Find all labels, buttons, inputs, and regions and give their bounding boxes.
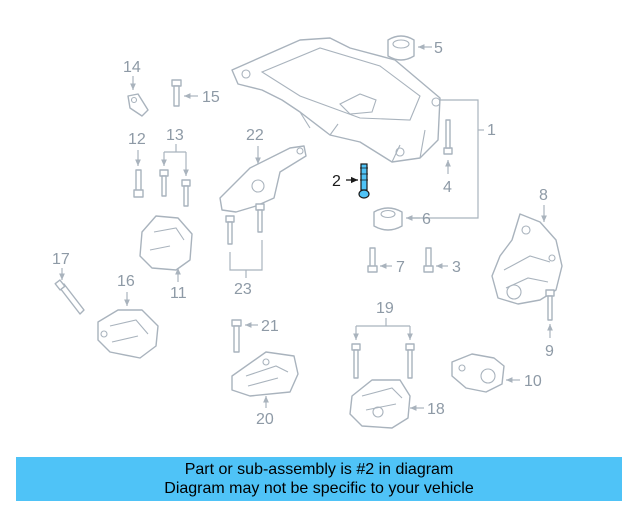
mount-part-20[interactable] — [231, 351, 299, 397]
callout-13: 13 — [166, 127, 184, 144]
bolt-part-23b[interactable] — [255, 203, 265, 233]
bolt-part-13a[interactable] — [159, 169, 169, 197]
bolt-part-7[interactable] — [367, 247, 378, 273]
callout-21: 21 — [261, 318, 279, 335]
bolt-part-17[interactable] — [54, 279, 85, 315]
bushing-part-5[interactable] — [387, 35, 415, 61]
bolt-part-19a[interactable] — [351, 343, 361, 379]
bolt-part-2[interactable] — [358, 163, 370, 199]
bolt-part-15[interactable] — [171, 79, 182, 107]
bracket-part-16[interactable] — [97, 309, 159, 359]
bolt-part-19b[interactable] — [405, 343, 415, 379]
callout-16: 16 — [117, 273, 135, 290]
callout-15: 15 — [202, 89, 220, 106]
callout-23: 23 — [234, 281, 252, 298]
callout-14: 14 — [123, 59, 141, 76]
callout-1-leader — [412, 99, 484, 219]
bolt-part-12[interactable] — [133, 169, 144, 198]
parts-diagram: 1 5 6 4 2 3 7 — [52, 35, 563, 429]
bolt-part-3[interactable] — [423, 247, 434, 273]
bolt-part-13b[interactable] — [181, 179, 191, 207]
callout-10: 10 — [524, 373, 542, 390]
callout-12: 12 — [128, 131, 146, 148]
callout-3: 3 — [452, 259, 461, 276]
bolt-part-23a[interactable] — [225, 215, 235, 245]
bracket-part-14[interactable] — [127, 93, 149, 117]
bolt-part-21[interactable] — [231, 319, 242, 353]
callout-7: 7 — [396, 259, 405, 276]
callout-22: 22 — [246, 127, 264, 144]
info-banner: Part or sub-assembly is #2 in diagram Di… — [16, 457, 622, 501]
callout-18: 18 — [427, 401, 445, 418]
callout-8: 8 — [539, 187, 548, 204]
bolt-part-9[interactable] — [545, 289, 555, 321]
callout-11: 11 — [170, 285, 187, 302]
mount-part-11[interactable] — [139, 215, 193, 271]
bolt-part-4[interactable] — [443, 119, 453, 155]
callout-19-leader — [353, 318, 413, 340]
bracket-part-8[interactable] — [491, 213, 563, 305]
mount-part-10[interactable] — [451, 353, 505, 393]
bushing-part-6[interactable] — [373, 207, 403, 231]
callout-4: 4 — [443, 179, 452, 196]
subframe-part-1[interactable] — [231, 37, 441, 163]
banner-line-1: Part or sub-assembly is #2 in diagram — [184, 461, 454, 478]
callout-2: 2 — [332, 173, 341, 190]
callout-5: 5 — [434, 40, 443, 57]
banner-line-2: Diagram may not be specific to your vehi… — [164, 480, 474, 497]
callout-23-leader — [229, 240, 263, 278]
callout-20: 20 — [256, 411, 274, 428]
callout-1: 1 — [487, 122, 496, 139]
callout-17: 17 — [52, 251, 70, 268]
strut-part-22[interactable] — [219, 145, 307, 213]
callout-13-leader — [161, 144, 189, 176]
callout-6: 6 — [422, 211, 431, 228]
callout-19: 19 — [376, 300, 394, 317]
mount-part-18[interactable] — [349, 379, 411, 429]
callout-9: 9 — [545, 343, 554, 360]
